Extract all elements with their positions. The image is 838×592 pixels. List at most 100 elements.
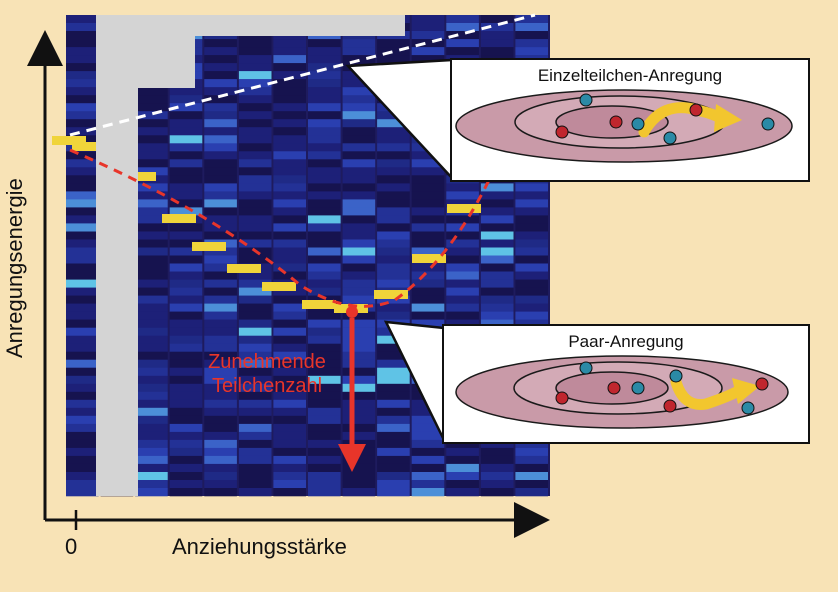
heatmap-cell	[446, 199, 479, 208]
heatmap-cell	[66, 167, 99, 176]
heatmap-cell	[377, 488, 410, 497]
heatmap-cell	[342, 359, 376, 368]
heatmap-cell	[446, 319, 479, 328]
heatmap-cell	[238, 159, 272, 168]
heatmap-cell	[515, 191, 548, 200]
heatmap-cell	[273, 119, 306, 128]
heatmap-cell	[377, 207, 410, 216]
heatmap-cell	[342, 151, 376, 160]
heatmap-cell	[135, 287, 168, 296]
heatmap-cell	[342, 191, 376, 200]
heatmap-cell	[342, 407, 376, 417]
heatmap-cell	[238, 407, 272, 417]
heatmap-cell	[66, 71, 99, 80]
heatmap-cell	[377, 303, 410, 312]
heatmap-cell	[169, 119, 203, 128]
heatmap-cell	[135, 327, 168, 336]
heatmap-cell	[204, 199, 237, 208]
heatmap-cell	[135, 375, 168, 385]
heatmap-cell	[66, 319, 99, 328]
heatmap-cell	[238, 480, 272, 489]
heatmap-cell	[342, 311, 376, 320]
heatmap-cell	[377, 439, 410, 449]
excitation-arrow-head	[714, 104, 742, 132]
heatmap-cell	[204, 231, 237, 240]
heatmap-cell	[342, 399, 376, 409]
heatmap-cell	[238, 143, 272, 152]
particle-red	[609, 115, 623, 129]
heatmap-cell	[273, 480, 306, 489]
heatmap-cell	[66, 223, 99, 232]
heatmap-cell	[377, 480, 410, 489]
heatmap-cell	[308, 111, 341, 120]
heatmap-cell	[135, 488, 168, 497]
heatmap-cell	[377, 247, 410, 256]
heatmap-cell	[480, 15, 514, 24]
heatmap-cell	[342, 223, 376, 232]
heatmap-cell	[411, 231, 445, 240]
heatmap-cell	[273, 111, 306, 120]
heatmap-cell	[515, 231, 548, 240]
heatmap-cell	[480, 183, 514, 192]
heatmap-cell	[308, 55, 341, 64]
heatmap-cell	[377, 55, 410, 64]
heatmap-cell	[135, 472, 168, 481]
heatmap-cell	[273, 175, 306, 184]
heatmap-cell	[66, 95, 99, 104]
heatmap-cell	[204, 367, 237, 376]
heatmap-cell	[515, 463, 548, 473]
heatmap-cell	[169, 319, 203, 328]
heatmap-cell	[238, 207, 272, 216]
heatmap-cell	[135, 423, 168, 433]
heatmap-cell	[273, 271, 306, 280]
heatmap-cell	[411, 183, 445, 192]
heatmap-cell	[135, 463, 168, 473]
heatmap-cell	[411, 175, 445, 184]
heatmap-cell	[446, 303, 479, 312]
heatmap-cell	[66, 31, 99, 40]
heatmap-cell	[308, 271, 341, 280]
heatmap-cell	[377, 215, 410, 224]
heatmap-cell	[273, 359, 306, 368]
heatmap-cell	[238, 359, 272, 368]
heatmap-cell	[169, 143, 203, 152]
heatmap-cell	[377, 183, 410, 192]
heatmap-cell	[238, 391, 272, 401]
heatmap-cell	[342, 455, 376, 465]
heatmap-cell	[238, 311, 272, 320]
heatmap-cell	[169, 367, 203, 376]
heatmap-cell	[377, 311, 410, 320]
heatmap-cell	[66, 472, 99, 481]
heatmap-cell	[342, 199, 376, 208]
heatmap-cell	[308, 143, 341, 152]
heatmap-cell	[308, 247, 341, 256]
heatmap-cell	[204, 55, 237, 64]
heatmap-cell	[169, 303, 203, 312]
heatmap-cell-bright	[192, 242, 226, 251]
heatmap-cell	[273, 415, 306, 425]
heatmap-cell	[377, 472, 410, 481]
heatmap-cell	[480, 247, 514, 256]
heatmap-cell	[411, 303, 445, 312]
heatmap-cell	[515, 303, 548, 312]
heatmap-cell	[66, 439, 99, 449]
heatmap-cell	[342, 79, 376, 88]
heatmap-cell	[169, 391, 203, 401]
heatmap-cell	[308, 199, 341, 208]
heatmap-cell	[273, 151, 306, 160]
heatmap-cell	[411, 215, 445, 224]
heatmap-cell	[515, 480, 548, 489]
heatmap-cell	[169, 231, 203, 240]
heatmap-cell	[204, 135, 237, 144]
heatmap-cell	[135, 103, 168, 112]
heatmap-cell	[515, 455, 548, 465]
heatmap-cell	[377, 159, 410, 168]
heatmap-cell	[308, 175, 341, 184]
heatmap-cell	[273, 431, 306, 441]
heatmap-cell	[66, 391, 99, 401]
heatmap-cell	[135, 439, 168, 449]
heatmap-cell	[342, 167, 376, 176]
heatmap-cell	[342, 343, 376, 352]
heatmap-cell	[480, 223, 514, 232]
heatmap-cell	[135, 447, 168, 457]
